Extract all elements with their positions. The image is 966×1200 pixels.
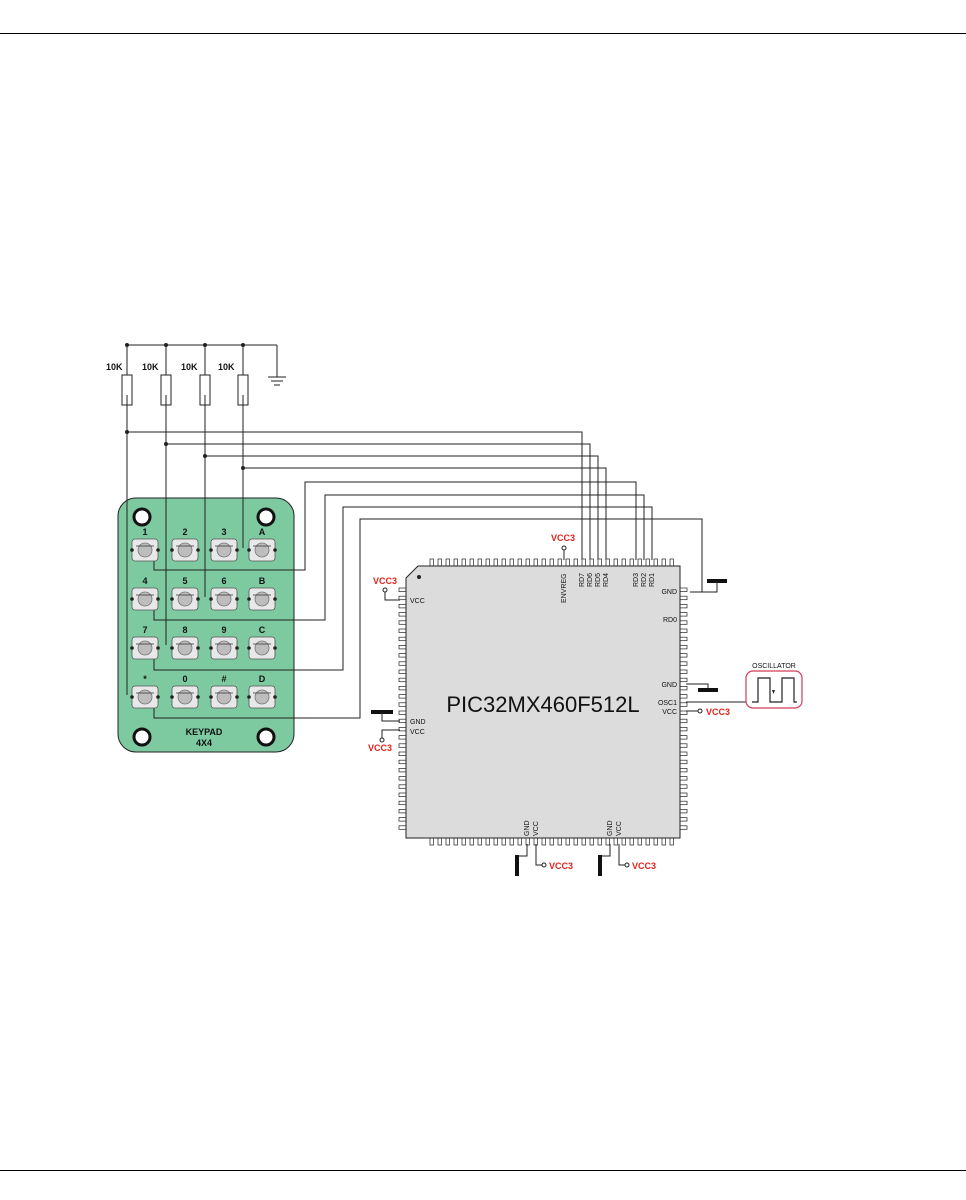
key-label: B xyxy=(259,576,266,586)
key-4[interactable]: A xyxy=(247,527,277,562)
ground-symbol xyxy=(268,376,286,386)
vcc3-label-bottom-2: VCC3 xyxy=(632,861,656,871)
resistor-label-3: 10K xyxy=(181,362,198,372)
pin-gnd-right-2: GND xyxy=(661,682,677,689)
key-1[interactable]: 1 xyxy=(130,527,160,562)
key-13[interactable]: * xyxy=(130,674,160,709)
mcu-name: PIC32MX460F512L xyxy=(446,692,639,717)
oscillator-block: OSCILLATOR xyxy=(745,663,803,709)
pin-rd3: RD3 xyxy=(633,573,640,587)
key-label: 9 xyxy=(221,625,226,635)
keypad-title: KEYPAD xyxy=(186,727,223,737)
power-connections: VCC3 VCC3 VCC3 VCC3 VCC3 xyxy=(368,533,746,876)
key-label: A xyxy=(259,527,266,537)
resistor-label-4: 10K xyxy=(218,362,235,372)
key-15[interactable]: # xyxy=(209,674,239,709)
key-11[interactable]: 9 xyxy=(209,625,239,660)
key-12[interactable]: C xyxy=(247,625,277,660)
pin-rd4: RD4 xyxy=(603,573,610,587)
pin-vcc-left-2: VCC xyxy=(410,729,425,736)
pin-rd2: RD2 xyxy=(641,573,648,587)
pin-gnd-left: GND xyxy=(410,719,426,726)
key-label: 6 xyxy=(221,576,226,586)
key-10[interactable]: 8 xyxy=(170,625,200,660)
keypad-subtitle: 4X4 xyxy=(196,738,212,748)
key-label: 1 xyxy=(142,527,147,537)
resistor-label-2: 10K xyxy=(142,362,159,372)
pin-rd0: RD0 xyxy=(663,617,677,624)
key-label: 5 xyxy=(182,576,187,586)
pin-gnd-right-1: GND xyxy=(661,589,677,596)
key-label: # xyxy=(221,674,226,684)
pin-envreg: ENVREG xyxy=(561,573,568,603)
key-7[interactable]: 6 xyxy=(209,576,239,611)
pin-gnd-bottom-2: GND xyxy=(607,820,614,836)
key-16[interactable]: D xyxy=(247,674,277,709)
pin-vcc-bottom-1: VCC xyxy=(533,821,540,836)
pin-rd7: RD7 xyxy=(579,573,586,587)
key-8[interactable]: B xyxy=(247,576,277,611)
mounting-holes xyxy=(132,507,276,747)
mcu-chip: PIC32MX460F512L ENVREG RD7 RD6 RD5 RD4 R… xyxy=(398,558,688,846)
pin-vcc-right: VCC xyxy=(662,709,677,716)
key-6[interactable]: 5 xyxy=(170,576,200,611)
pin-rd1: RD1 xyxy=(649,573,656,587)
resistor-label-1: 10K xyxy=(106,362,123,372)
key-2[interactable]: 2 xyxy=(170,527,200,562)
key-label: 8 xyxy=(182,625,187,635)
pin-vcc-bottom-2: VCC xyxy=(616,821,623,836)
keypad-board: 1 2 3 A 4 5 6 B 7 8 9 C * 0 # D KEYPAD 4X4 xyxy=(117,395,295,753)
pullup-network: 10K 10K 10K 10K xyxy=(106,343,286,406)
pin-rd6: RD6 xyxy=(587,573,594,587)
vcc3-label-left-2: VCC3 xyxy=(368,743,392,753)
key-label: D xyxy=(259,674,266,684)
key-9[interactable]: 7 xyxy=(130,625,160,660)
bottom-rule xyxy=(0,1170,966,1171)
pin-vcc-left-1: VCC xyxy=(410,598,425,605)
pin-osc1: OSC1 xyxy=(658,700,677,707)
key-label: C xyxy=(259,625,266,635)
vcc3-label-bottom-1: VCC3 xyxy=(549,861,573,871)
key-label: 0 xyxy=(182,674,187,684)
oscillator-label: OSCILLATOR xyxy=(752,663,796,670)
vcc3-label-right: VCC3 xyxy=(706,707,730,717)
key-5[interactable]: 4 xyxy=(130,576,160,611)
pin-gnd-bottom-1: GND xyxy=(524,820,531,836)
key-label: * xyxy=(143,674,147,684)
top-rule xyxy=(0,33,966,34)
key-label: 7 xyxy=(142,625,147,635)
key-label: 2 xyxy=(182,527,187,537)
key-label: 3 xyxy=(221,527,226,537)
vcc3-label-left-1: VCC3 xyxy=(373,576,397,586)
key-14[interactable]: 0 xyxy=(170,674,200,709)
vcc3-label-envreg: VCC3 xyxy=(551,533,575,543)
pin-rd5: RD5 xyxy=(595,573,602,587)
key-3[interactable]: 3 xyxy=(209,527,239,562)
bus-wires xyxy=(125,430,703,719)
key-label: 4 xyxy=(142,576,147,586)
